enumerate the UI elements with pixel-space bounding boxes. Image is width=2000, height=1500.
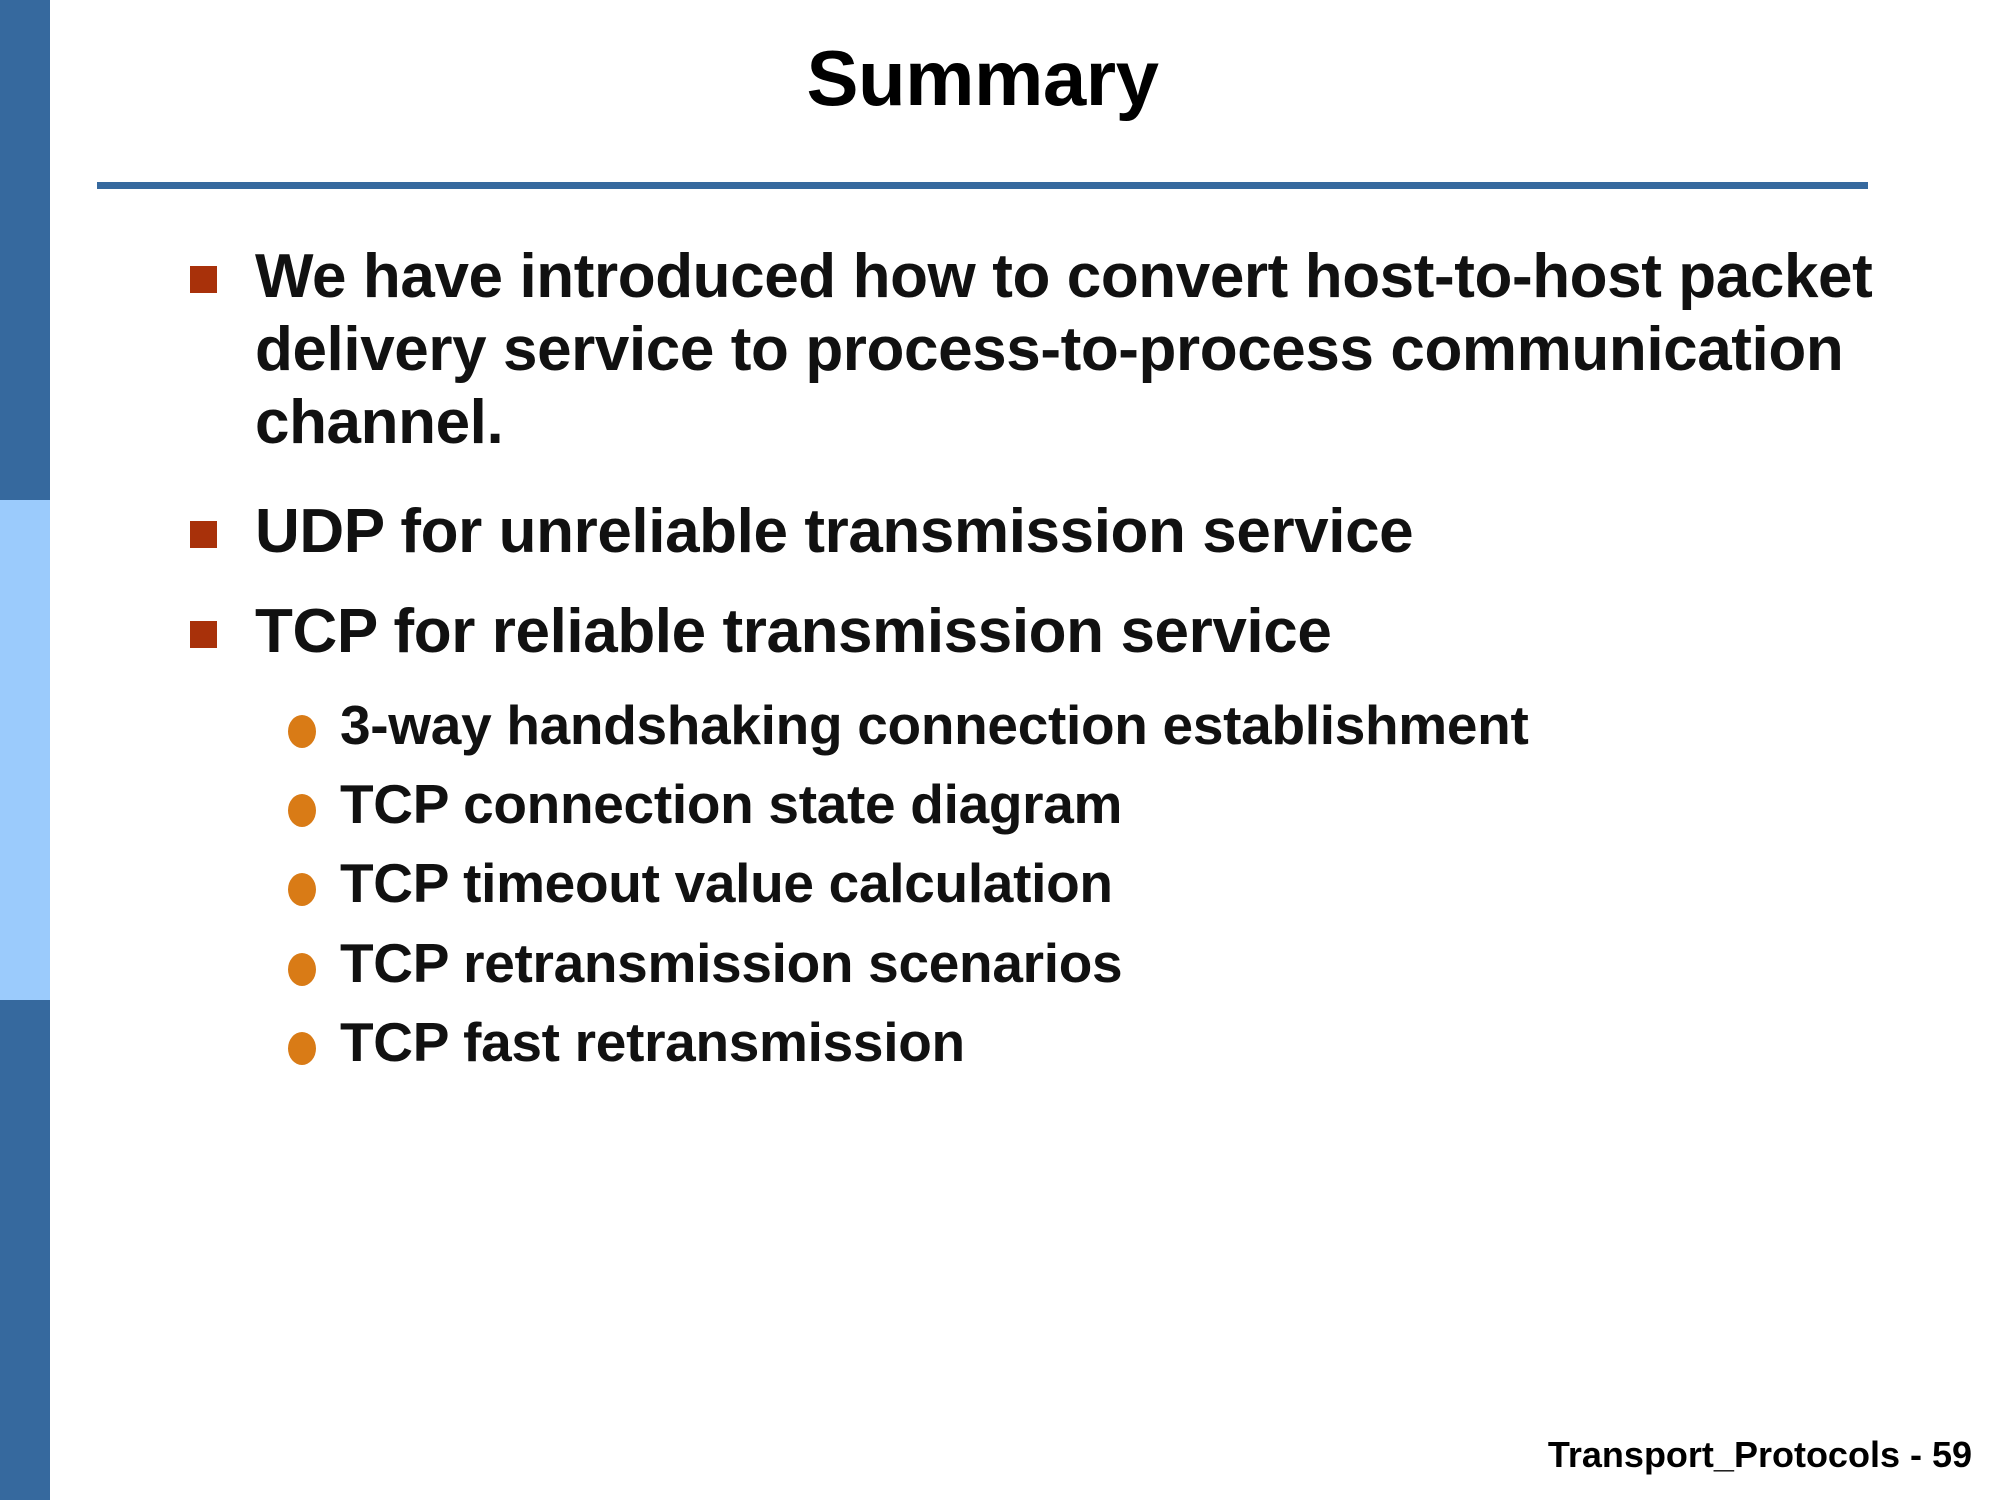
list-item-text: UDP for unreliable transmission service bbox=[255, 497, 1414, 567]
sub-list-item: 3-way handshaking connection establishme… bbox=[0, 694, 2000, 757]
list-spacer bbox=[0, 674, 2000, 694]
list-item: We have introduced how to convert host-t… bbox=[0, 240, 2000, 459]
round-bullet-icon bbox=[288, 952, 316, 986]
sub-list-item-text: TCP timeout value calculation bbox=[340, 852, 1113, 915]
round-bullet-icon bbox=[288, 794, 316, 828]
list-item: UDP for unreliable transmission service bbox=[0, 495, 2000, 568]
sidebar-band-middle bbox=[0, 500, 50, 1000]
list-spacer bbox=[0, 575, 2000, 595]
title-underline-rule bbox=[97, 182, 1868, 189]
slide-title: Summary bbox=[806, 34, 1160, 122]
sub-list-item: TCP fast retransmission bbox=[0, 1011, 2000, 1074]
sub-list-item-text: 3-way handshaking connection establishme… bbox=[340, 693, 1529, 756]
round-bullet-icon bbox=[288, 1031, 316, 1065]
sidebar-decoration bbox=[0, 0, 50, 1500]
sidebar-band-bottom bbox=[0, 1000, 50, 1500]
sub-list-item-text: TCP connection state diagram bbox=[340, 773, 1123, 836]
sub-list-item-text: TCP retransmission scenarios bbox=[340, 931, 1123, 994]
square-bullet-icon bbox=[190, 620, 217, 648]
sub-list-item: TCP connection state diagram bbox=[0, 773, 2000, 836]
list-item-text: We have introduced how to convert host-t… bbox=[255, 242, 1873, 458]
sidebar-band-top bbox=[0, 0, 50, 500]
square-bullet-icon bbox=[190, 521, 217, 549]
round-bullet-icon bbox=[288, 873, 316, 907]
square-bullet-icon bbox=[190, 266, 217, 293]
round-bullet-icon bbox=[288, 714, 316, 748]
list-item: TCP for reliable transmission service bbox=[0, 595, 2000, 668]
sub-list-item: TCP timeout value calculation bbox=[0, 852, 2000, 915]
slide-footer: Transport_Protocols - 59 bbox=[1547, 1434, 1972, 1475]
sub-list-item: TCP retransmission scenarios bbox=[0, 932, 2000, 995]
bullet-list: We have introduced how to convert host-t… bbox=[0, 240, 2000, 1090]
list-item-text: TCP for reliable transmission service bbox=[255, 596, 1332, 666]
list-spacer bbox=[0, 465, 2000, 495]
sub-list-item-text: TCP fast retransmission bbox=[340, 1010, 965, 1073]
